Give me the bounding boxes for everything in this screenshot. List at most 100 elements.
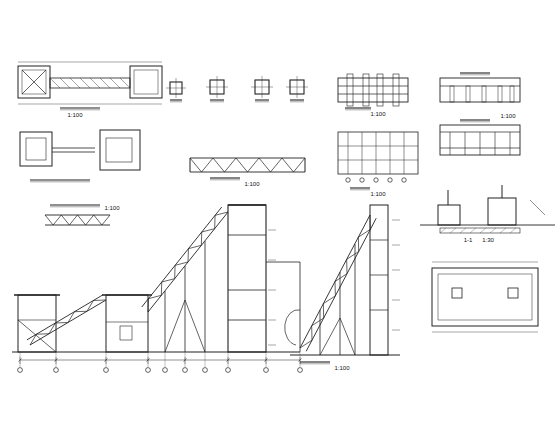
floor-beam [370, 240, 388, 241]
title-underline [30, 179, 90, 180]
center-line [217, 76, 218, 98]
grid-line [338, 160, 418, 161]
title-underline [300, 363, 330, 364]
title-underline [460, 72, 490, 73]
title-underline [345, 109, 371, 110]
axis-line [56, 352, 57, 367]
column-section [498, 86, 502, 102]
axis-bubble [226, 368, 231, 373]
hatch-line [510, 228, 516, 233]
tower-frame [18, 295, 56, 352]
linework [12, 62, 555, 372]
axis-line [266, 352, 267, 367]
member-line [338, 86, 408, 87]
axis-bubble [264, 368, 269, 373]
truss-chord [30, 300, 106, 345]
hatch-line [450, 228, 456, 233]
frame-rect [18, 66, 50, 98]
title-underline [255, 99, 269, 100]
leader-line [530, 200, 545, 215]
title-underline [300, 361, 330, 362]
axis-bubble [388, 178, 392, 182]
gallery-brace [60, 78, 70, 88]
center-line [262, 76, 263, 98]
gallery-plan [50, 78, 130, 88]
title-underline [460, 119, 490, 120]
truss-web [300, 215, 370, 348]
gallery-brace [50, 78, 60, 88]
axis-bubble [183, 368, 188, 373]
grid-line [362, 132, 363, 174]
foundation-section [438, 205, 460, 225]
gallery-brace [70, 78, 80, 88]
truss-chord [45, 225, 110, 226]
roof-line [228, 204, 266, 206]
scale-label: 1:100 [103, 205, 120, 212]
level-mark [392, 300, 400, 301]
axis-bubble [203, 368, 208, 373]
foundation-plan [432, 268, 538, 326]
grid-line [376, 132, 377, 174]
axis-bubble [360, 178, 364, 182]
member-line [305, 158, 306, 172]
column-line [510, 132, 511, 155]
column-section [482, 86, 486, 102]
grid-line [390, 132, 391, 174]
diagonal-brace [18, 320, 56, 352]
title-underline [60, 107, 100, 108]
support-brace [320, 318, 355, 355]
floor-beam [370, 310, 388, 311]
level-mark [392, 245, 400, 246]
truss-chord [300, 215, 370, 348]
frame-rect [130, 66, 162, 98]
dimension-line [18, 62, 162, 63]
hatch-line [470, 228, 476, 233]
title-underline [255, 101, 269, 102]
member-line [338, 94, 408, 95]
column-line [480, 132, 481, 155]
axis-bubble [54, 368, 59, 373]
axis-line [185, 352, 186, 367]
axis-line [228, 352, 229, 367]
extension-line [20, 357, 21, 364]
title-underline [350, 187, 370, 188]
title-underline [50, 204, 100, 205]
hatch-line [460, 228, 466, 233]
title-underline [50, 206, 100, 207]
column-line [300, 262, 301, 352]
axis-bubble [298, 368, 303, 373]
truss-chord [148, 212, 228, 312]
dimension-line [432, 332, 538, 333]
beam-line [52, 148, 95, 149]
frame-rect [338, 78, 408, 102]
scale-label: 1:100 [333, 365, 350, 372]
frame-rect [440, 78, 520, 102]
truss-web [148, 212, 228, 312]
center-line [176, 78, 177, 98]
dimension-line [20, 360, 300, 361]
axis-bubble [346, 178, 350, 182]
column-line [495, 132, 496, 155]
title-underline [210, 101, 224, 102]
member-line [448, 190, 449, 205]
axis-line [20, 352, 21, 367]
extension-line [148, 357, 149, 364]
column-section [347, 74, 353, 106]
hatch-line [480, 228, 486, 233]
member-line [502, 185, 503, 198]
column-section [466, 86, 470, 102]
tower-frame [228, 205, 266, 352]
truss-chord [142, 207, 222, 307]
floor-beam [266, 262, 300, 263]
platform [102, 294, 152, 296]
foundation-section [488, 198, 516, 225]
extension-line [106, 357, 107, 364]
dimension-line [18, 104, 162, 105]
frame-rect [22, 70, 46, 94]
axis-line [165, 352, 166, 367]
title-underline [210, 177, 240, 178]
level-mark [392, 220, 400, 221]
truss-web [30, 300, 106, 345]
pier [508, 288, 518, 298]
